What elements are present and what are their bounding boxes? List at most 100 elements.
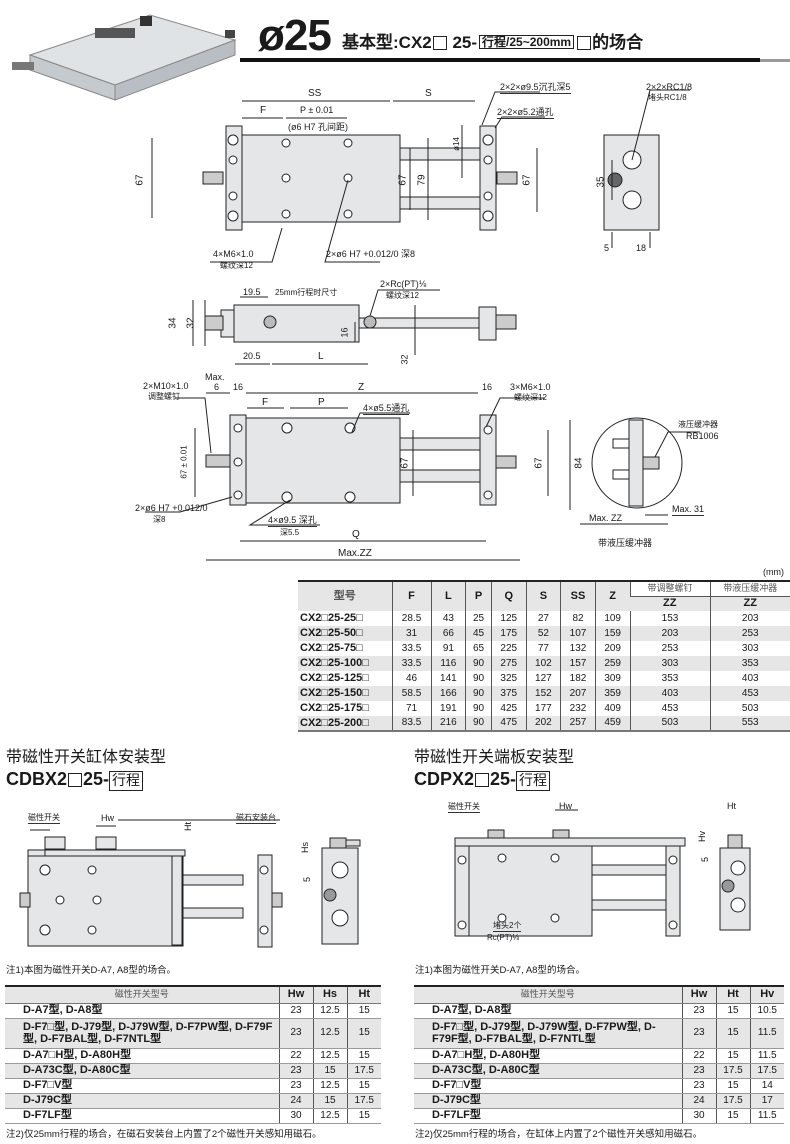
table-cell: 12.5 (312, 1048, 347, 1064)
dim-l: L (318, 351, 324, 362)
cdbx-title: 带磁性开关缸体安装型 (6, 749, 167, 766)
table-cell: 15 (312, 1093, 347, 1109)
cdpx-col-hv: Hv (749, 986, 784, 1004)
m6-label: 3×M6×1.0 (510, 382, 551, 392)
dim-p-note: (ø6 H7 孔间距) (288, 122, 349, 132)
table-cell: 11.5 (749, 1108, 784, 1124)
cdbx-drawing (19, 819, 361, 948)
dim-p: P ± 0.01 (300, 105, 334, 115)
table-cell: 275 (490, 656, 527, 671)
table-cell: 259 (594, 656, 630, 671)
table-cell: 91 (430, 641, 466, 656)
table-cell: 24 (278, 1093, 313, 1109)
col-header-f: F (391, 581, 432, 611)
table-cell: 102 (525, 656, 561, 671)
dimension-table: 型号 F L P Q S SS Z 带调整螺钉 带液压缓冲器 ZZ ZZ CX2… (298, 580, 790, 732)
col-header-s: S (525, 581, 561, 611)
table-cell: 459 (594, 716, 630, 731)
table-cell: 30 (278, 1108, 313, 1124)
title-rule-end (760, 59, 790, 62)
table-cell: 15 (715, 1048, 750, 1064)
cdbx-five: 5 (302, 876, 313, 883)
col-header-zz-adjust: ZZ (630, 595, 710, 611)
table-cell: 253 (629, 641, 710, 656)
table-cell: 325 (490, 671, 527, 686)
model-cell: CX2□25-125□ (300, 672, 369, 684)
cdbx-note-2: 注2)仅25mm行程的场合，在磁石安装台上内置了2个磁性开关感知用磁石。 (6, 1129, 322, 1140)
table-cell: 45 (465, 626, 492, 641)
pin-hole-label: 2×ø6 H7 +0.012/0 深8 (326, 249, 416, 259)
switch-model: D-F7□型, D-J79型, D-J79W型, D-F7PW型, D-F79F… (414, 1018, 682, 1049)
table-cell: 15 (346, 1108, 381, 1124)
table-cell: 25 (465, 611, 492, 626)
dim-q: Q (352, 529, 360, 540)
table-row: D-F7□型, D-J79型, D-J79W型, D-F7PW型, D-F79F… (414, 1018, 784, 1049)
table-cell: 11.5 (749, 1048, 784, 1064)
table-cell: 203 (629, 626, 710, 641)
dim-z: Z (358, 382, 365, 393)
table-cell: 24 (681, 1093, 716, 1109)
cdbx-stroke-box: 行程 (109, 771, 144, 791)
cdpx-title: 带磁性开关端板安装型 (414, 749, 575, 766)
plug-label: 2×2×RC1/8 (646, 82, 693, 92)
stroke-adjust-view-drawing (145, 392, 700, 561)
table-cell: 409 (594, 701, 630, 716)
dim-20-5: 20.5 (243, 351, 261, 361)
table-cell: 82 (560, 611, 596, 626)
cdbx-model-mid: 25- (83, 769, 110, 789)
table-cell: 15 (346, 1078, 381, 1094)
table-cell: 58.5 (391, 686, 432, 701)
shock-absorber-model: RB1006 (686, 431, 719, 441)
cdpx-model-mid: 25- (490, 769, 517, 789)
table-cell: 12.5 (312, 1078, 347, 1094)
table-cell: 107 (560, 626, 596, 641)
table-cell: 12.5 (312, 1003, 347, 1019)
table-row: D-F7□型, D-J79型, D-J79W型, D-F7PW型, D-F79F… (5, 1018, 381, 1049)
cdpx-model-prefix: CDPX2 (414, 769, 475, 789)
table-cell: 15 (346, 1018, 381, 1049)
placeholder-square (68, 773, 83, 787)
table-cell: 23 (681, 1063, 716, 1079)
dimension-drawings (145, 89, 700, 561)
table-cell: 125 (490, 611, 527, 626)
table-cell: 71 (391, 701, 432, 716)
table-cell: 553 (709, 716, 790, 731)
table-cell: 12.5 (312, 1018, 347, 1049)
table-cell: 209 (594, 641, 630, 656)
model-cell: CX2□25-150□ (298, 686, 392, 701)
table-cell: 175 (490, 626, 527, 641)
table-cell: 10.5 (749, 1003, 784, 1019)
placeholder-square (577, 36, 592, 50)
cdbx-col-hs: Hs (312, 986, 347, 1004)
title-rule (240, 58, 760, 62)
col-header-model: 型号 (298, 581, 392, 611)
table-cell: 12.5 (312, 1108, 347, 1124)
adjust-screw-label: 2×M10×1.0 (143, 381, 189, 391)
switch-model: D-F7LF型 (414, 1108, 682, 1124)
table-cell: 46 (391, 671, 432, 686)
table-cell: 182 (560, 671, 596, 686)
table-cell: 90 (465, 716, 492, 731)
table-cell: 30 (681, 1108, 716, 1124)
bore-size: ø25 (258, 11, 332, 60)
table-cell: 503 (709, 701, 790, 716)
plug-label-2: 堵头RC1/8 (648, 93, 687, 102)
cdpx-five: 5 (700, 856, 711, 863)
cdpx-col-hw: Hw (681, 986, 716, 1004)
table-cell: 309 (594, 671, 630, 686)
table-cell: 23 (681, 1078, 716, 1094)
table-cell: 17 (749, 1093, 784, 1109)
table-cell: 15 (715, 1078, 750, 1094)
col-header-ss: SS (560, 581, 596, 611)
